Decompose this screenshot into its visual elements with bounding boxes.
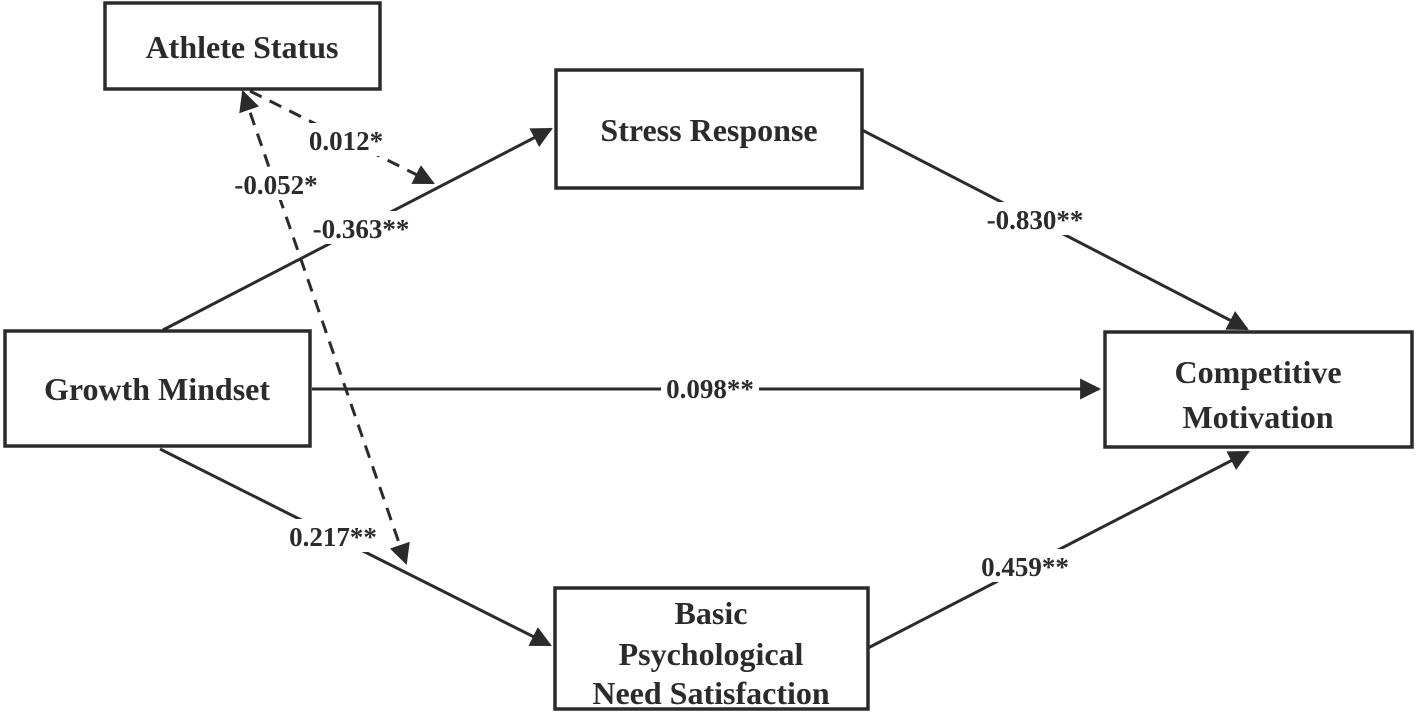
label-background — [976, 549, 1075, 582]
node-growth-mindset: Growth Mindset — [3, 329, 312, 448]
label-background — [979, 202, 1091, 235]
stress-response-label: Stress Response — [600, 112, 817, 148]
coef-growth-mindset-to-competitive-motivation: 0.098** — [666, 374, 754, 404]
label-background — [305, 211, 417, 244]
coef-need-satisfaction-to-competitive-motivation: 0.459** — [981, 552, 1069, 582]
need-satisfaction-label-line2: Psychological — [619, 636, 804, 672]
athlete-status-box — [103, 1, 382, 91]
node-athlete-status: Athlete Status — [103, 1, 382, 91]
node-basic-psychological-need-satisfaction: Basic Psychological Need Satisfaction — [553, 586, 870, 711]
coef-growth-mindset-to-need-satisfaction: 0.217** — [289, 522, 377, 552]
label-background — [661, 373, 759, 404]
edge-athlete-status-on-need-satisfaction-path — [239, 90, 410, 565]
coef-athlete-status-on-stress-path: 0.012* — [309, 126, 383, 156]
label-background — [226, 167, 326, 200]
competitive-motivation-label-line1: Competitive — [1174, 354, 1341, 390]
competitive-motivation-box — [1103, 330, 1414, 449]
coef-growth-mindset-to-stress-response: -0.363** — [313, 214, 410, 244]
growth-mindset-label: Growth Mindset — [44, 371, 270, 407]
label-background — [300, 123, 392, 156]
need-satisfaction-box — [553, 586, 870, 711]
coef-stress-response-to-competitive-motivation: -0.830** — [987, 205, 1084, 235]
need-satisfaction-label-line3: Need Satisfaction — [592, 675, 830, 711]
athlete-status-label: Athlete Status — [146, 29, 339, 65]
competitive-motivation-label-line2: Motivation — [1182, 399, 1333, 435]
stress-response-box — [554, 68, 864, 190]
need-satisfaction-label-line1: Basic — [675, 595, 748, 631]
node-stress-response: Stress Response — [554, 68, 864, 190]
node-competitive-motivation: Competitive Motivation — [1103, 330, 1414, 449]
growth-mindset-box — [3, 329, 312, 448]
coef-athlete-status-on-need-satisfaction-path: -0.052* — [234, 170, 317, 200]
label-background — [284, 519, 383, 552]
